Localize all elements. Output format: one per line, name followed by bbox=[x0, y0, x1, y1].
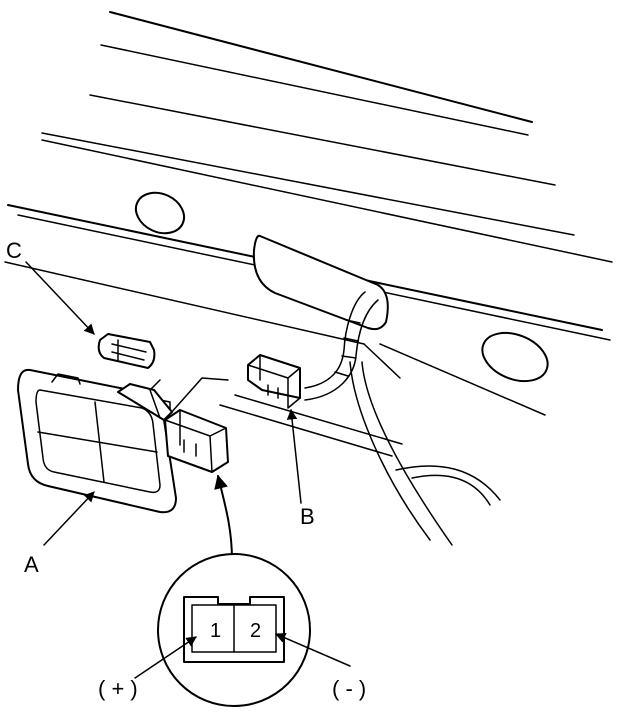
callout-c-label: C bbox=[6, 238, 22, 263]
connector-detail-circle: 1 2 bbox=[134, 553, 351, 707]
callout-a-label: A bbox=[24, 552, 39, 577]
harness-connector-b bbox=[247, 354, 301, 409]
bulb-c bbox=[97, 333, 156, 369]
callout-b-label: B bbox=[300, 504, 315, 529]
positive-terminal-label: ( + ) bbox=[98, 676, 138, 701]
pin-1-label: 1 bbox=[210, 620, 221, 642]
light-socket-connector bbox=[149, 377, 229, 473]
negative-terminal-label: ( - ) bbox=[332, 676, 366, 701]
wire-harness bbox=[304, 291, 453, 546]
callout-leaders bbox=[25, 261, 302, 561]
trunk-lid-panel bbox=[41, 11, 613, 263]
trunk-light-assembly-a bbox=[17, 368, 177, 514]
pin-2-label: 2 bbox=[250, 620, 261, 642]
